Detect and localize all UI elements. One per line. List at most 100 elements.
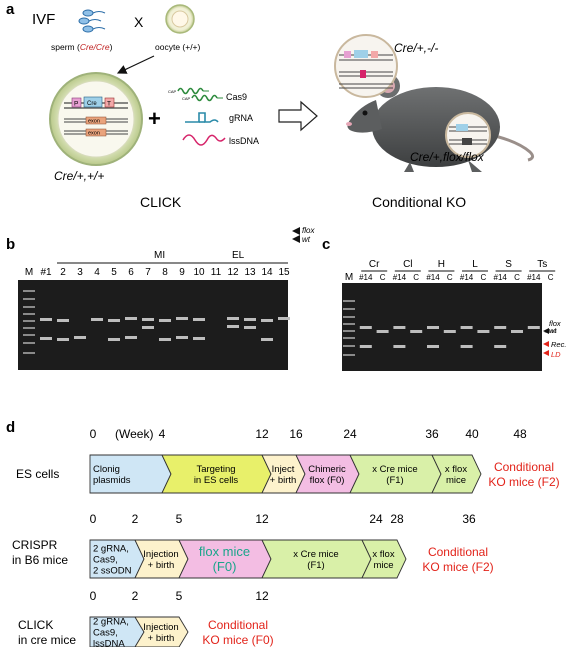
lane-label: C bbox=[380, 273, 386, 282]
tissue-label: Ts bbox=[537, 259, 547, 270]
ladder-band bbox=[343, 323, 355, 325]
timeline-stage bbox=[134, 616, 189, 647]
stage-label: x flox bbox=[372, 549, 394, 560]
lane-label: C bbox=[447, 273, 453, 282]
stage-label: mice bbox=[446, 475, 466, 486]
gel-image-b bbox=[18, 280, 288, 370]
lane-label: C bbox=[481, 273, 487, 282]
ladder-band bbox=[23, 306, 35, 308]
lane-label: #14 bbox=[460, 273, 474, 282]
ladder-band bbox=[343, 337, 355, 339]
stage-label: + birth bbox=[148, 633, 175, 644]
gel-band bbox=[494, 326, 507, 329]
mouse-genotype-somatic: Cre/+,flox/flox bbox=[410, 150, 485, 164]
week-tick: 5 bbox=[176, 512, 183, 526]
lane-label: M bbox=[25, 267, 33, 278]
panel-c-label: c bbox=[322, 236, 330, 253]
gel-band bbox=[108, 338, 120, 341]
cre-label: Cre bbox=[87, 101, 97, 107]
gel-band bbox=[359, 345, 372, 348]
result-label: Conditional bbox=[208, 618, 268, 632]
stage-label: x flox bbox=[445, 464, 467, 475]
row-title: CRISPR bbox=[12, 538, 58, 552]
tissue-label: L bbox=[472, 259, 478, 270]
stage-label: Inject bbox=[272, 464, 295, 475]
gel-bands bbox=[23, 290, 290, 354]
stage-label: Cas9, bbox=[93, 554, 118, 565]
ivf-label: IVF bbox=[32, 11, 55, 28]
stage-label: 2 gRNA, bbox=[93, 616, 129, 627]
ladder-band bbox=[23, 327, 35, 329]
sperm-caption: sperm (Cre/Cre) bbox=[51, 42, 113, 52]
germline-inset bbox=[334, 34, 398, 98]
ld-marker: LD bbox=[551, 350, 561, 359]
ladder-band bbox=[23, 313, 35, 315]
zygote-illustration: P Cre T exon exon bbox=[49, 72, 143, 166]
terminator-label: T bbox=[107, 101, 111, 108]
gel-band bbox=[443, 330, 456, 333]
panel-a: a IVF X sperm (Cre/Cre) oocyte (+/+) bbox=[6, 1, 535, 210]
lane-label: 5 bbox=[111, 267, 117, 278]
lane-label: 13 bbox=[244, 267, 256, 278]
ladder-band bbox=[23, 298, 35, 300]
week-tick: 4 bbox=[159, 427, 166, 441]
ladder-band bbox=[23, 352, 35, 354]
stage-label: Cas9, bbox=[93, 627, 118, 638]
gel-bands bbox=[343, 300, 557, 356]
gel-band bbox=[393, 345, 406, 348]
stage-label: x Cre mice bbox=[293, 549, 338, 560]
week-tick: 0 bbox=[90, 512, 97, 526]
zygote-genotype: Cre/+,+/+ bbox=[54, 169, 104, 183]
plus-symbol: + bbox=[148, 106, 161, 131]
oocyte-caption: oocyte (+/+) bbox=[155, 42, 201, 52]
gel-band bbox=[74, 336, 86, 339]
gel-image-c bbox=[342, 283, 542, 371]
gel-band bbox=[227, 325, 239, 328]
week-tick: 5 bbox=[176, 589, 183, 603]
gel-band bbox=[108, 319, 120, 322]
lane-label: 8 bbox=[162, 267, 168, 278]
gel-band bbox=[261, 319, 273, 322]
flox-arrow-icon bbox=[292, 227, 300, 235]
ladder-band bbox=[343, 330, 355, 332]
gel-band bbox=[376, 330, 389, 333]
ladder-band bbox=[23, 320, 35, 322]
lane-label: M bbox=[345, 272, 353, 283]
gel-band bbox=[244, 318, 256, 321]
wt-marker: wt bbox=[302, 235, 311, 244]
sperm-icon bbox=[78, 9, 106, 33]
ladder-band bbox=[343, 316, 355, 318]
lane-label: #1 bbox=[40, 267, 52, 278]
stage-label: flox (F0) bbox=[310, 475, 345, 486]
tissue-label: Cr bbox=[369, 259, 380, 270]
gel-band bbox=[57, 319, 69, 322]
timeline-stage bbox=[361, 539, 407, 579]
week-tick: 2 bbox=[132, 512, 139, 526]
gel-band bbox=[91, 318, 103, 321]
promoter-label: P bbox=[74, 101, 78, 108]
gel-band bbox=[393, 326, 406, 329]
click-title: CLICK bbox=[140, 194, 182, 210]
exon-label: exon bbox=[88, 131, 100, 137]
cap-label: CAP bbox=[182, 96, 191, 101]
lane-label: 3 bbox=[77, 267, 83, 278]
stage-label: Chimeric bbox=[308, 464, 346, 475]
gel-band bbox=[57, 338, 69, 341]
week-tick: 36 bbox=[462, 512, 476, 526]
stage-label: (F1) bbox=[307, 560, 324, 571]
lane-label: #14 bbox=[494, 273, 508, 282]
ladder-band bbox=[23, 342, 35, 344]
grna-label: gRNA bbox=[229, 113, 253, 123]
row-title: CLICK bbox=[18, 618, 53, 632]
week-tick: 36 bbox=[425, 427, 439, 441]
week-tick: 2 bbox=[132, 589, 139, 603]
gel-band bbox=[125, 336, 137, 339]
cross-symbol: X bbox=[134, 14, 144, 30]
gel-band bbox=[159, 319, 171, 322]
somatic-inset bbox=[445, 112, 491, 158]
